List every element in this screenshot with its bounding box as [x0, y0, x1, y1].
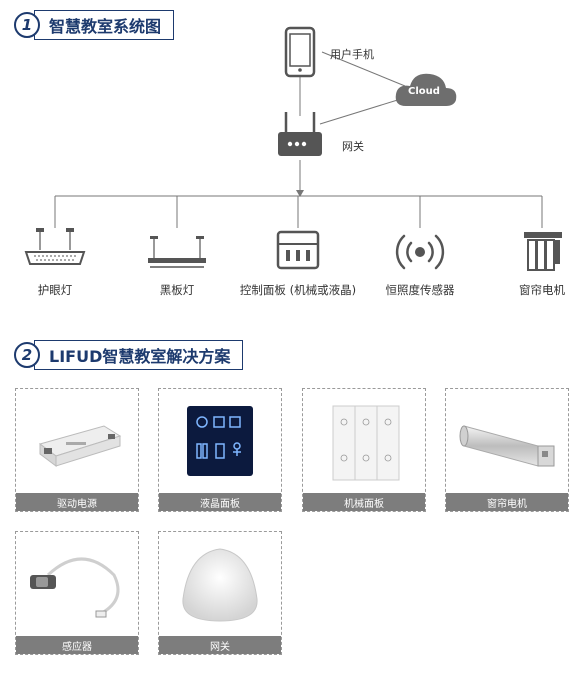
driver-power-image: [38, 425, 122, 467]
curtain-motor-image: [459, 425, 555, 467]
control-panel-icon: [276, 230, 320, 270]
phone-label: 用户手机: [330, 48, 374, 61]
gateway-label: 网关: [342, 140, 364, 153]
product-card-gateway[interactable]: 网关: [158, 531, 282, 655]
phone-icon: [284, 26, 316, 78]
product-caption: 机械面板: [303, 493, 425, 511]
product-caption: 液晶面板: [159, 493, 281, 511]
section-2-title: LIFUD智慧教室解决方案: [34, 340, 244, 370]
product-card-lcd-panel[interactable]: 液晶面板: [158, 388, 282, 512]
product-card-curtain-motor[interactable]: 窗帘电机: [445, 388, 569, 512]
cloud-icon: [395, 73, 457, 106]
node-label-control-panel: 控制面板 (机械或液晶): [239, 283, 357, 297]
product-caption: 驱动电源: [16, 493, 138, 511]
section-1-number: 1: [14, 12, 40, 38]
product-caption: 感应器: [16, 636, 138, 654]
gateway-image: [182, 548, 258, 622]
gateway-icon: [278, 112, 322, 156]
mechanical-panel-image: [332, 405, 400, 481]
curtain-motor-icon: [524, 232, 562, 271]
lcd-panel-image: [187, 406, 253, 476]
product-card-mechanical-panel[interactable]: 机械面板: [302, 388, 426, 512]
section-2-number: 2: [14, 342, 40, 368]
section-2-header: 2 LIFUD智慧教室解决方案: [14, 340, 244, 370]
product-caption: 窗帘电机: [446, 493, 568, 511]
section-1-header: 1 智慧教室系统图: [14, 10, 175, 40]
product-card-driver[interactable]: 驱动电源: [15, 388, 139, 512]
panel-light-icon: [24, 228, 86, 265]
sensor-icon: [395, 234, 445, 270]
diagram-connectors: [54, 51, 543, 228]
blackboard-light-icon: [148, 236, 206, 268]
node-label-sensor: 恒照度传感器: [385, 283, 455, 297]
product-card-sensor[interactable]: 感应器: [15, 531, 139, 655]
node-label-curtain-motor: 窗帘电机: [519, 283, 565, 297]
product-caption: 网关: [159, 636, 281, 654]
node-label-blackboard-light: 黑板灯: [159, 283, 195, 297]
sensor-image: [30, 557, 120, 618]
cloud-label: Cloud: [408, 86, 440, 97]
node-label-eye-light: 护眼灯: [37, 283, 73, 297]
